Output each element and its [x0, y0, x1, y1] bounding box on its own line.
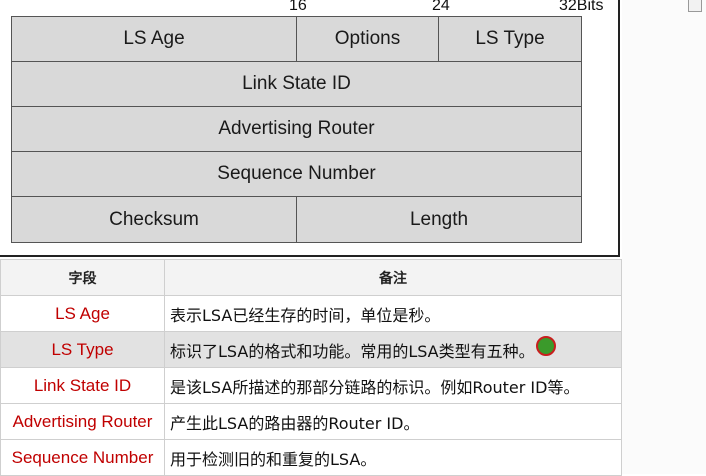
field-name: LS Type	[0, 331, 165, 368]
field-note: 表示LSA已经生存的时间，单位是秒。	[164, 295, 622, 332]
field-column-header: 字段	[0, 259, 165, 296]
lsa-row-1: LS Age Options LS Type	[12, 17, 581, 62]
table-header-row: 字段 备注	[0, 259, 622, 296]
field-note: 产生此LSA的路由器的Router ID。	[164, 403, 622, 440]
note-column-header: 备注	[164, 259, 622, 296]
field-name: Advertising Router	[0, 403, 165, 440]
field-name: LS Age	[0, 295, 165, 332]
table-row: Advertising Router 产生此LSA的路由器的Router ID。	[0, 403, 622, 440]
table-row: Link State ID 是该LSA所描述的那部分链路的标识。例如Router…	[0, 367, 622, 404]
link-state-id-cell: Link State ID	[12, 62, 581, 106]
sequence-number-cell: Sequence Number	[12, 152, 581, 196]
table-row: Sequence Number 用于检测旧的和重复的LSA。	[0, 439, 622, 476]
field-name: Sequence Number	[0, 439, 165, 476]
length-cell: Length	[297, 197, 581, 242]
field-note: 是该LSA所描述的那部分链路的标识。例如Router ID等。	[164, 367, 622, 404]
lsa-row-4: Sequence Number	[12, 152, 581, 197]
lsa-field-grid: LS Age Options LS Type Link State ID Adv…	[11, 16, 582, 243]
checksum-cell: Checksum	[12, 197, 297, 242]
bit-label-24: 24	[432, 0, 450, 14]
field-name: Link State ID	[0, 367, 165, 404]
options-cell: Options	[297, 17, 439, 61]
lsa-row-5: Checksum Length	[12, 197, 581, 242]
bit-label-32: 32Bits	[559, 0, 604, 14]
field-note: 用于检测旧的和重复的LSA。	[164, 439, 622, 476]
pointer-cursor-icon	[536, 336, 556, 356]
lsa-header-diagram: 16 24 32Bits LS Age Options LS Type Link…	[0, 0, 620, 257]
lsa-field-table: 字段 备注 LS Age 表示LSA已经生存的时间，单位是秒。 LS Type …	[0, 259, 622, 476]
table-row: LS Age 表示LSA已经生存的时间，单位是秒。	[0, 295, 622, 332]
table-row: LS Type 标识了LSA的格式和功能。常用的LSA类型有五种。	[0, 331, 622, 368]
right-margin-panel	[622, 0, 706, 474]
lsa-row-3: Advertising Router	[12, 107, 581, 152]
advertising-router-cell: Advertising Router	[12, 107, 581, 151]
ls-type-cell: LS Type	[439, 17, 581, 61]
lsa-row-2: Link State ID	[12, 62, 581, 107]
window-corner-icon[interactable]	[688, 0, 702, 12]
bit-label-16: 16	[289, 0, 307, 14]
ls-age-cell: LS Age	[12, 17, 297, 61]
